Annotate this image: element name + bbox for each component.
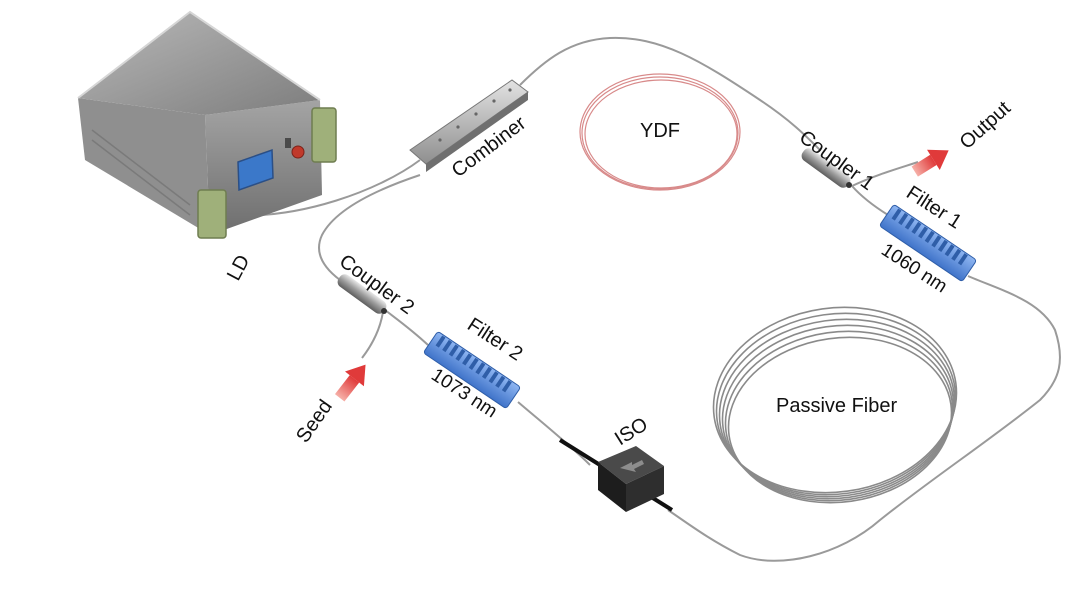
- coupler-2: [337, 274, 387, 314]
- ld-device: [77, 10, 337, 239]
- passive-fiber-label: Passive Fiber: [776, 395, 897, 417]
- ydf-coil: [579, 73, 741, 191]
- iso-direction-arrow-icon: [620, 460, 644, 472]
- fiber-loop: [227, 36, 1061, 562]
- combiner-device: [409, 79, 529, 172]
- ydf-label: YDF: [640, 120, 680, 142]
- output-label: Output: [956, 97, 1016, 154]
- passive-fiber-coil: [712, 306, 958, 504]
- seed-label: Seed: [292, 396, 337, 447]
- ld-knob-icon: [291, 145, 305, 159]
- ld-screen: [237, 148, 274, 192]
- coupler-1: [801, 148, 852, 188]
- output-arrow-icon: [911, 149, 949, 177]
- seed-arrow-icon: [334, 364, 366, 402]
- iso-device: [558, 438, 674, 512]
- filter-2: [423, 331, 521, 409]
- ld-label: LD: [223, 251, 254, 284]
- iso-label: ISO: [611, 413, 652, 450]
- filter-1: [879, 204, 977, 282]
